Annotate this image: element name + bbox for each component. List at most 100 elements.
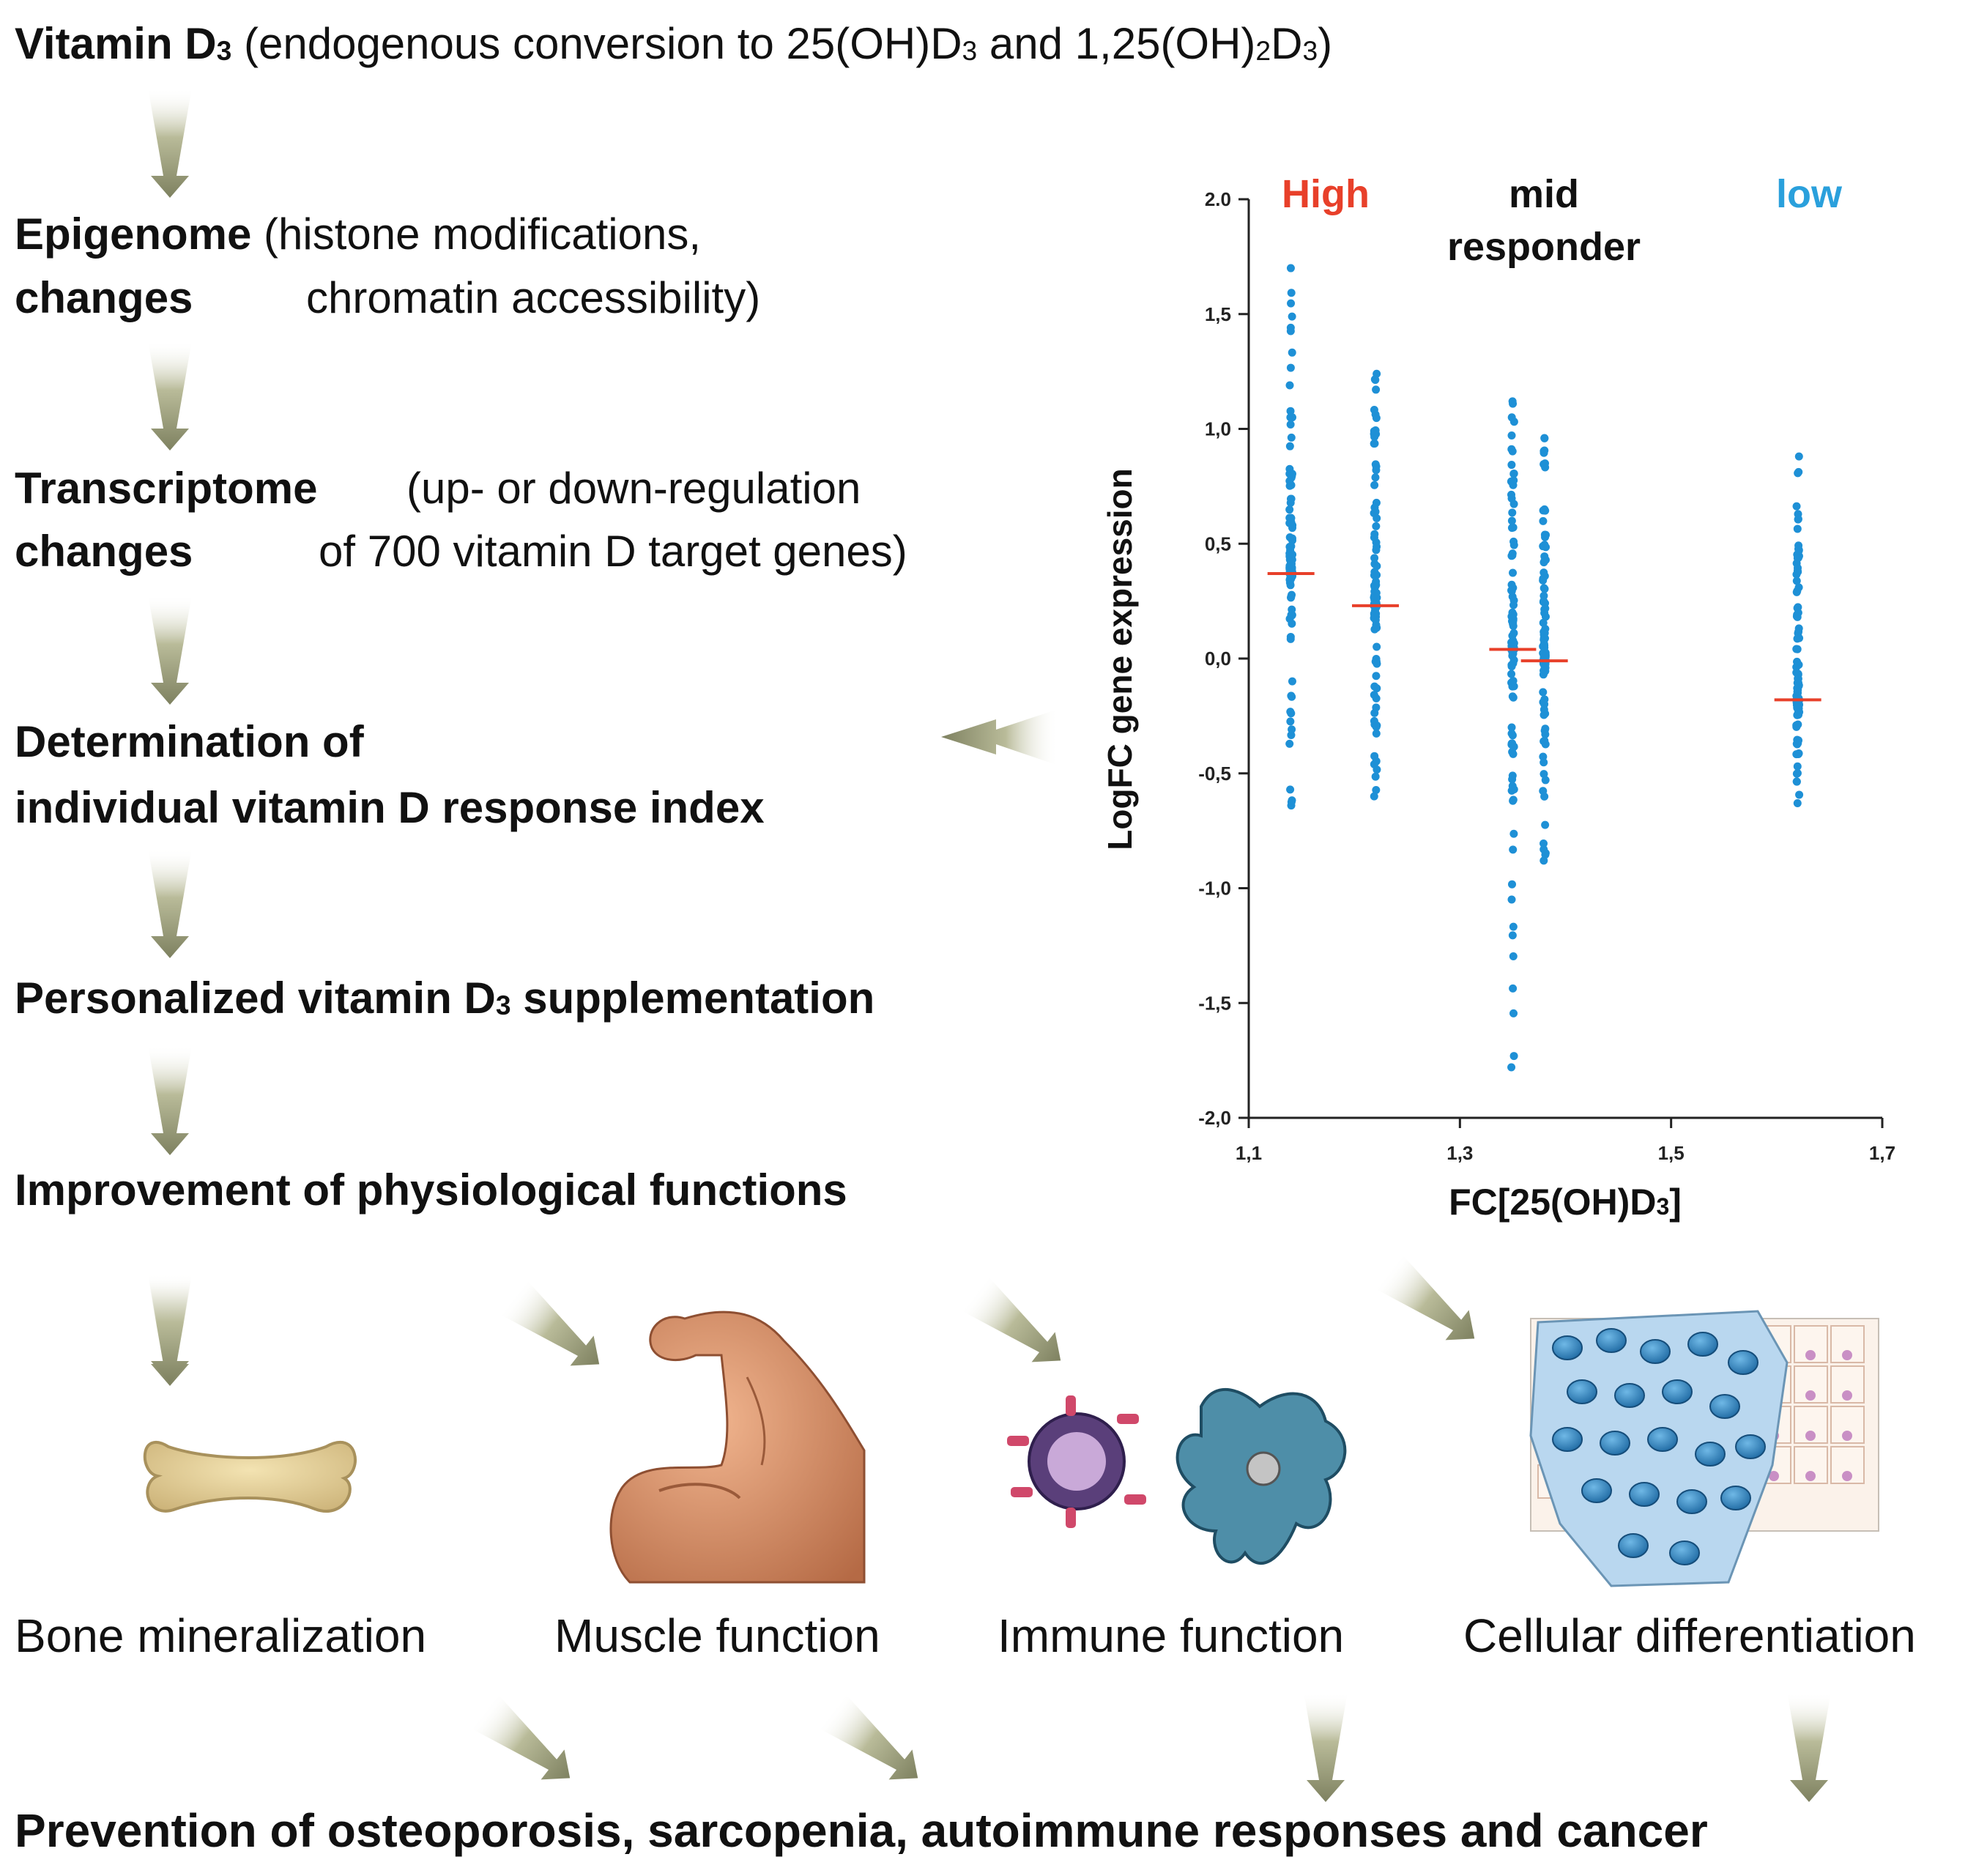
step-personalized: Personalized vitamin D3 supplementation [15, 973, 874, 1031]
data-point [1288, 692, 1296, 701]
data-point [1508, 608, 1517, 617]
data-point [1373, 684, 1381, 693]
data-point [1507, 723, 1516, 732]
data-point [1508, 447, 1517, 456]
data-point [1793, 735, 1802, 744]
data-point [1539, 516, 1548, 525]
y-tick-label: 1,0 [1205, 418, 1231, 440]
step-vitamin-desc-2: and 1,25(OH) [977, 19, 1256, 68]
label-bone-mineralization: Bone mineralization [15, 1609, 427, 1662]
data-point [1509, 785, 1518, 794]
data-point [1286, 785, 1295, 794]
step-epigenome-title: Epigenome [15, 210, 252, 259]
label-muscle-function: Muscle function [554, 1609, 880, 1662]
data-point [1540, 711, 1548, 719]
data-point [1540, 770, 1548, 779]
data-point [1370, 429, 1378, 438]
flexed-arm-icon [609, 1310, 866, 1584]
data-point [1372, 672, 1381, 681]
data-point [1507, 662, 1516, 671]
data-point [1507, 638, 1516, 647]
data-point [1541, 820, 1550, 829]
step-transcriptome-changes: changes [15, 527, 193, 576]
data-point [1509, 470, 1518, 478]
step-vitamin-desc: (endogenous conversion to 25(OH)D [231, 19, 962, 68]
group-label-responder: responder [1447, 225, 1641, 269]
data-point [1286, 264, 1295, 272]
data-point [1373, 623, 1381, 632]
data-point [1509, 922, 1518, 931]
data-point [1287, 433, 1296, 442]
scatter-points [1285, 264, 1804, 1072]
data-point [1288, 725, 1296, 734]
data-point [1793, 524, 1802, 533]
data-point [1287, 494, 1296, 503]
data-point [1370, 375, 1379, 384]
data-point [1288, 605, 1296, 614]
data-point [1540, 568, 1548, 577]
data-point [1541, 724, 1550, 733]
data-point [1509, 829, 1518, 838]
data-point [1370, 530, 1379, 538]
data-point [1539, 618, 1548, 627]
data-point [1794, 708, 1802, 717]
data-point [1285, 381, 1294, 390]
data-point [1285, 739, 1294, 748]
label-immune-function: Immune function [998, 1609, 1345, 1662]
data-point [1794, 608, 1802, 617]
data-point [1507, 516, 1516, 525]
data-point [1370, 792, 1378, 801]
data-point [1371, 657, 1380, 666]
step-vitamin-desc-sub1: 3 [962, 34, 978, 66]
data-point [1288, 521, 1297, 530]
data-point [1792, 777, 1801, 786]
step-transcriptome-line1: Transcriptome [15, 463, 317, 514]
data-point [1509, 1009, 1518, 1017]
step-epigenome-line2: changes [15, 272, 193, 324]
data-point [1372, 466, 1381, 475]
data-point [1540, 597, 1548, 606]
data-point [1539, 688, 1548, 697]
data-point [1288, 677, 1296, 686]
data-point [1540, 629, 1549, 637]
step-epigenome-changes: changes [15, 273, 193, 322]
data-point [1793, 554, 1802, 563]
branch-arrows [148, 1253, 1475, 1383]
data-point [1370, 481, 1379, 489]
data-point [1370, 587, 1379, 596]
step-transcriptome-desc1: (up- or down-regulation [406, 464, 861, 513]
data-point [1509, 845, 1518, 854]
data-point [1794, 681, 1803, 690]
data-point [1509, 568, 1518, 577]
step-vitamin-desc-3: D [1271, 19, 1303, 68]
data-point [1507, 895, 1516, 904]
data-point [1508, 692, 1517, 701]
data-point [1509, 749, 1518, 758]
data-point [1288, 312, 1296, 321]
data-point [1509, 984, 1518, 993]
data-point [1373, 765, 1381, 774]
data-point [1539, 506, 1548, 515]
data-point [1541, 459, 1550, 468]
data-point [1286, 634, 1295, 643]
data-point [1509, 952, 1518, 961]
arrow-down-2 [148, 341, 192, 451]
data-point [1286, 413, 1295, 422]
data-point [1540, 446, 1549, 455]
arrow-down-5 [148, 1045, 192, 1155]
data-point [1794, 749, 1803, 757]
step-determination-line2: individual vitamin D response index [15, 783, 765, 832]
group-label-high: High [1282, 172, 1370, 216]
data-point [1541, 776, 1550, 785]
data-point [1372, 786, 1381, 795]
data-point [1542, 543, 1550, 552]
data-point [1286, 708, 1295, 716]
label-cellular-differentiation: Cellular differentiation [1463, 1609, 1916, 1662]
step-vitamin-desc-4: ) [1318, 19, 1333, 68]
arrow-down-4 [148, 848, 192, 958]
data-point [1794, 546, 1803, 555]
y-tick-label: 0,5 [1205, 533, 1231, 555]
step-personalized-sub: 3 [495, 989, 511, 1020]
